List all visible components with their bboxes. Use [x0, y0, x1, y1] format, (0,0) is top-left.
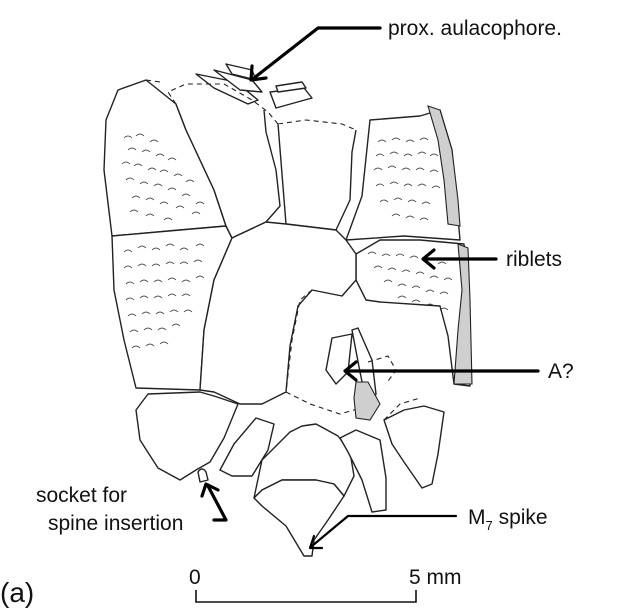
arrow-m7-spike: [312, 516, 456, 546]
scale-bar: 0 5 mm: [189, 566, 462, 602]
scale-bar-line: [196, 590, 416, 602]
scale-bar-start-label: 0: [189, 566, 201, 589]
aulacophore-fragments: [196, 64, 312, 108]
scale-bar-end-label: 5 mm: [409, 566, 462, 589]
label-m7-suffix: spike: [493, 506, 548, 529]
label-m7-spike: M7 spike: [468, 506, 548, 533]
label-m7-subscript: 7: [486, 518, 493, 533]
lower-small-plates: [220, 398, 444, 556]
arrow-prox-aulacophore: [254, 28, 380, 78]
label-riblets: riblets: [506, 248, 562, 271]
upper-center-plate: [278, 120, 356, 230]
right-middle-plate: [356, 240, 472, 386]
panel-label: (a): [0, 577, 34, 608]
label-prox-aulacophore: prox. aulacophore.: [388, 17, 562, 40]
label-socket-line1: socket for: [36, 484, 127, 507]
label-a-query: A?: [548, 360, 574, 383]
a-query-plates: [326, 328, 396, 420]
label-m7-prefix: M: [468, 506, 486, 529]
right-upper-plate: [346, 106, 460, 240]
label-socket-line2: spine insertion: [48, 512, 183, 535]
